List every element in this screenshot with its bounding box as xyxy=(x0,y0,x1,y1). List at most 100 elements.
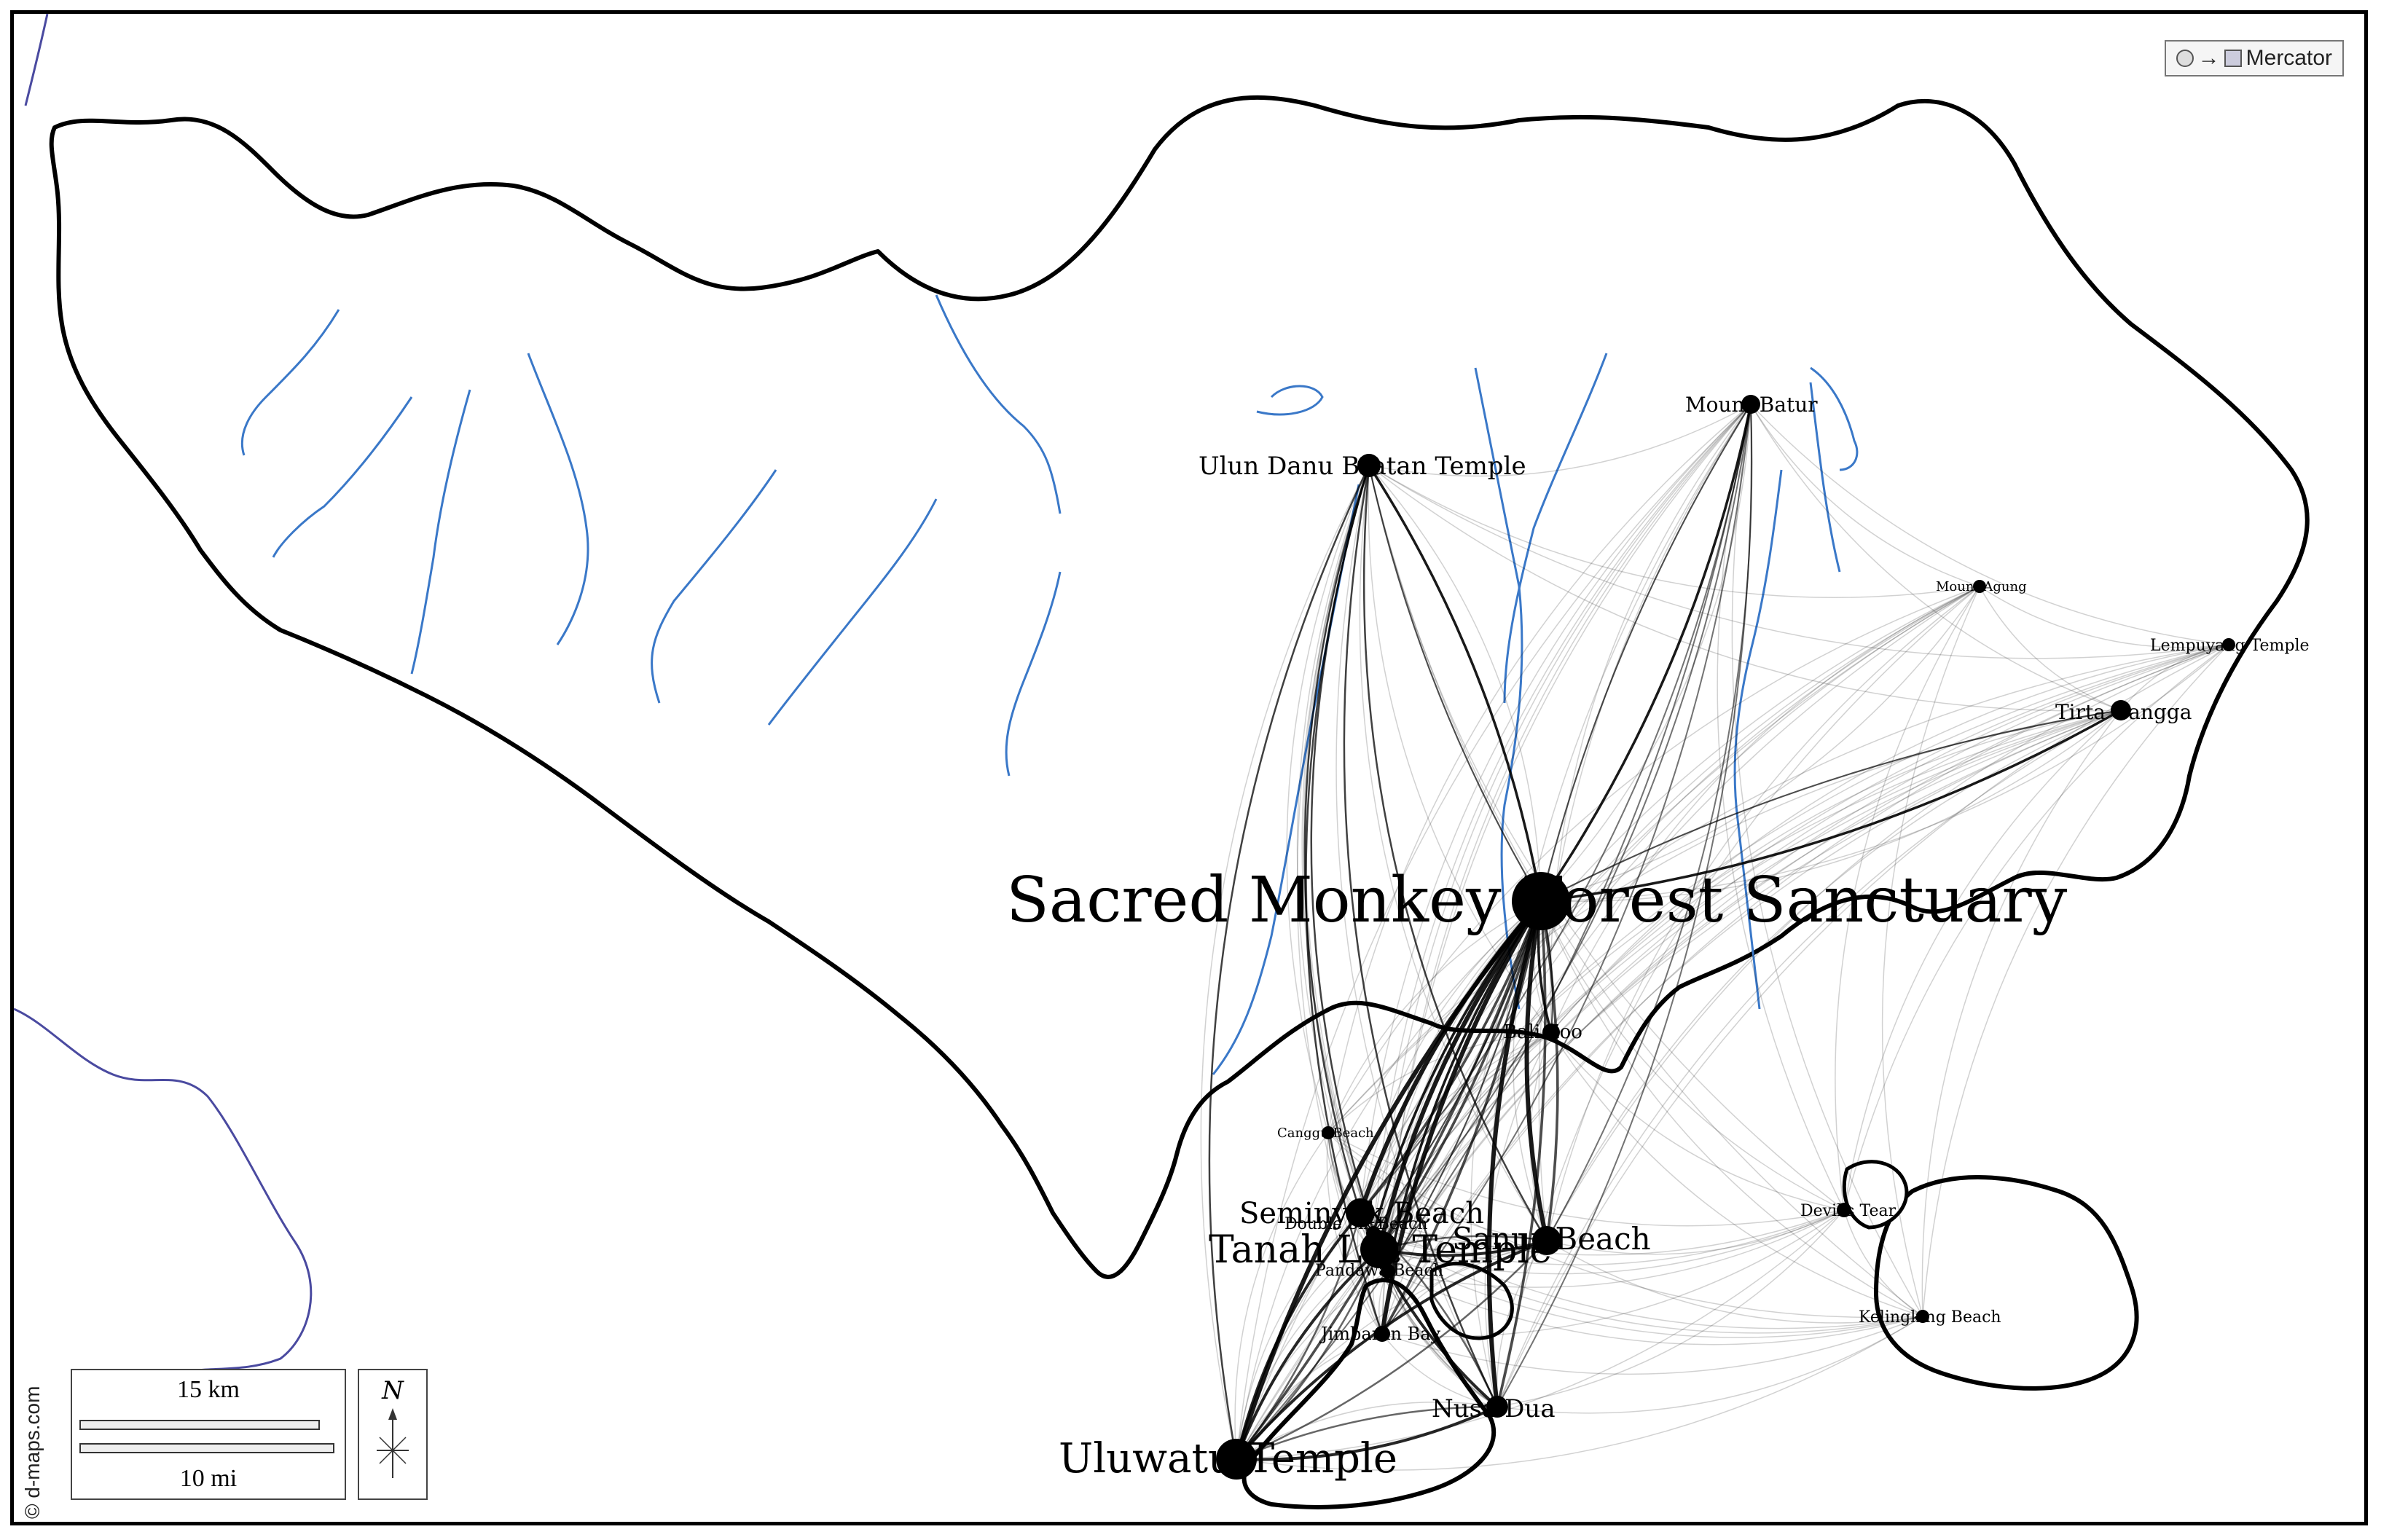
place-marker-ulun-danu-bratan-temple[interactable] xyxy=(1357,454,1381,477)
network-edge xyxy=(1387,644,2229,1272)
network-edge xyxy=(1235,1248,1381,1460)
network-edge xyxy=(1373,644,2229,1234)
projection-indicator[interactable]: → Mercator xyxy=(2164,40,2344,76)
network-edge xyxy=(1546,644,2229,1241)
network-edge xyxy=(1377,900,1543,1250)
network-edge xyxy=(1368,404,1752,477)
place-label-tanah-lot-temple: Tanah Lot Temple xyxy=(1209,1228,1552,1272)
place-marker-uluwatu-temple[interactable] xyxy=(1216,1439,1257,1480)
scale-mi-label: 10 mi xyxy=(179,1465,238,1492)
network-edge xyxy=(1387,1270,1923,1345)
network-edge xyxy=(1540,710,2122,903)
network-edge xyxy=(1546,1240,1923,1324)
network-edge xyxy=(1360,1212,1923,1329)
network-edge xyxy=(1381,900,1542,1335)
network-edge xyxy=(1360,1209,1845,1256)
network-edge xyxy=(1373,1032,1552,1234)
network-edge xyxy=(1539,404,1752,902)
network-edge xyxy=(1550,404,1752,1033)
place-marker-sacred-monkey-forest-sanctuary[interactable] xyxy=(1512,872,1570,930)
place-label-sacred-monkey-forest-sanctuary: Sacred Monkey Forest Sanctuary xyxy=(1006,864,2068,937)
place-label-devils-tear: Devil's Tear xyxy=(1800,1202,1896,1220)
network-edge xyxy=(1540,404,1752,902)
network-edge xyxy=(1540,709,2122,903)
network-edge xyxy=(1360,1212,1548,1247)
place-marker-pandawa-beach[interactable] xyxy=(1381,1264,1395,1278)
network-edge xyxy=(1301,465,1374,1234)
network-edge xyxy=(1381,710,2122,1335)
place-label-sanur-beach: Sanur Beach xyxy=(1452,1221,1651,1257)
network-edge xyxy=(1381,586,1980,1335)
place-marker-tanah-lot-temple[interactable] xyxy=(1360,1230,1398,1268)
network-edge xyxy=(1381,1316,1923,1375)
network-edge xyxy=(1524,900,1549,1241)
network-edge xyxy=(1236,1316,1923,1471)
network-edge xyxy=(1358,900,1543,1214)
network-edge xyxy=(1327,1132,1845,1227)
network-edge xyxy=(1327,900,1542,1134)
bali-coastline xyxy=(49,95,2310,1279)
network-edge xyxy=(1234,1132,1329,1460)
network-edge xyxy=(1236,644,2229,1460)
network-edge xyxy=(1550,710,2122,1033)
place-marker-devils-tear[interactable] xyxy=(1837,1203,1851,1217)
network-edge xyxy=(1750,404,2229,645)
network-edge xyxy=(1497,404,1752,1407)
network-edge xyxy=(1921,710,2122,1317)
network-edge xyxy=(1731,404,1923,1317)
network-edge xyxy=(1305,465,1384,1335)
place-marker-bali-zoo[interactable] xyxy=(1542,1024,1560,1041)
network-edge xyxy=(1835,586,1980,1211)
network-edge xyxy=(1538,404,1752,1241)
network-edge xyxy=(1750,404,2122,711)
network-nodes xyxy=(1216,395,2235,1480)
network-edge xyxy=(1378,1209,1845,1275)
place-marker-kelingking-beach[interactable] xyxy=(1916,1310,1929,1323)
network-edge xyxy=(1546,404,1753,1241)
network-edge xyxy=(1881,586,1980,1317)
network-edge xyxy=(1296,465,1370,1214)
place-marker-jimbaran-bay[interactable] xyxy=(1374,1326,1390,1342)
place-marker-nusa-dua[interactable] xyxy=(1486,1396,1508,1418)
network-edge xyxy=(1236,710,2122,1460)
network-edge xyxy=(1235,1211,1362,1460)
network-edge xyxy=(1335,465,1498,1407)
place-marker-canggu-beach[interactable] xyxy=(1322,1126,1335,1139)
place-label-nusa-dua: Nusa Dua xyxy=(1432,1394,1556,1423)
place-marker-seminyak-beach[interactable] xyxy=(1346,1198,1375,1227)
nusa-penida-coastline xyxy=(1873,1175,2139,1391)
network-edge xyxy=(1368,465,1980,598)
place-label-pandawa-beach: Pandawa Beach xyxy=(1315,1262,1443,1280)
place-marker-mount-batur[interactable] xyxy=(1741,395,1760,414)
network-edge xyxy=(1360,900,1542,1214)
network-edge xyxy=(1326,1132,1383,1335)
network-edge xyxy=(1236,1212,1362,1460)
network-edge xyxy=(1387,710,2122,1272)
place-marker-mount-agung[interactable] xyxy=(1973,580,1986,593)
place-marker-tirta-gangga[interactable] xyxy=(2111,700,2131,720)
network-edge xyxy=(1750,404,1980,587)
place-label-mount-batur: Mount Batur xyxy=(1685,393,1818,417)
network-edge xyxy=(1497,1209,1845,1407)
network-edge xyxy=(1922,644,2229,1317)
network-edge xyxy=(1546,586,1980,1241)
network-edge xyxy=(1378,404,1752,1250)
network-edge xyxy=(1360,710,2122,1214)
network-edge xyxy=(1303,465,1370,1214)
network-edge xyxy=(1286,465,1370,1134)
network-edge xyxy=(1387,900,1542,1272)
projection-label: Mercator xyxy=(2245,46,2332,70)
network-edge xyxy=(1979,586,2229,648)
place-marker-sanur-beach[interactable] xyxy=(1532,1226,1561,1255)
network-edge xyxy=(1497,710,2122,1407)
network-edge xyxy=(1546,710,2122,1241)
network-edge xyxy=(1540,900,1923,1317)
network-edge xyxy=(1327,1032,1552,1134)
map-credit: © d-maps.com xyxy=(21,1386,44,1519)
place-marker-lempuyang-temple[interactable] xyxy=(2222,638,2235,651)
north-arrow: N xyxy=(358,1369,428,1500)
network-edge xyxy=(1236,1240,1548,1461)
place-label-seminyak-beach: Seminyak Beach xyxy=(1239,1197,1484,1230)
network-edge xyxy=(1381,1209,1845,1337)
